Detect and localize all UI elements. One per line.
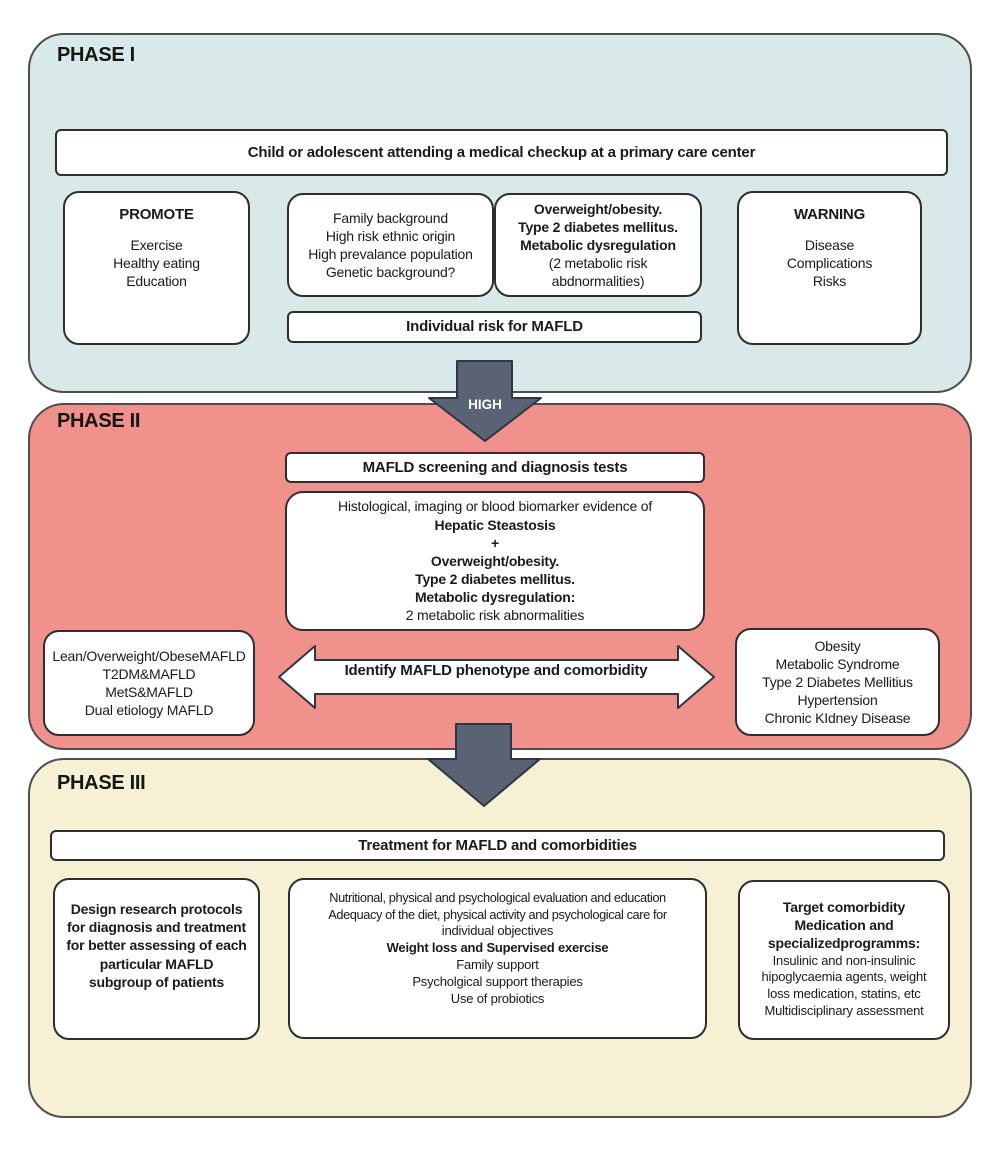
identify-arrow-label: Identify MAFLD phenotype and comorbidity — [344, 662, 648, 679]
target-comorbidity-box: Target comorbidity Medication and specia… — [738, 880, 950, 1040]
comorbidity-line: Chronic KIdney Disease — [764, 710, 911, 727]
promote-title: PROMOTE — [119, 206, 194, 223]
screening-bar-text: MAFLD screening and diagnosis tests — [362, 458, 628, 476]
evidence-intro: Histological, imaging or blood biomarker… — [337, 498, 653, 515]
family-line: Genetic background? — [325, 264, 456, 281]
comorbidity-line: Obesity — [814, 637, 861, 654]
promote-line: Education — [126, 272, 187, 289]
high-arrow-icon: HIGH — [428, 360, 542, 442]
phenotypes-box: Lean/Overweight/ObeseMAFLD T2DM&MAFLD Me… — [43, 630, 255, 736]
comorbidity-line: Hypertension — [797, 692, 878, 709]
lifestyle-line: Nutritional, physical and psychological … — [329, 890, 666, 905]
metabolic-line: Type 2 diabetes mellitus. — [518, 218, 678, 235]
metabolic-line: Metabolic dysregulation — [520, 236, 676, 253]
down-arrow-icon — [427, 723, 541, 807]
lifestyle-line: Adequacy of the diet, physical activity … — [328, 906, 667, 922]
research-line: subgroup of patients — [88, 973, 225, 990]
lifestyle-line: Family support — [456, 957, 539, 973]
target-line: Multidisciplinary assessment — [764, 1003, 924, 1019]
target-line: Medication and — [794, 917, 894, 934]
treatment-bar: Treatment for MAFLD and comorbidities — [50, 830, 945, 861]
target-line: hipoglycaemia agents, weight — [761, 969, 927, 985]
comorbidities-box: Obesity Metabolic Syndrome Type 2 Diabet… — [735, 628, 940, 736]
evidence-box: Histological, imaging or blood biomarker… — [285, 491, 705, 631]
phenotype-line: Lean/Overweight/ObeseMAFLD — [52, 647, 246, 664]
evidence-criteria: 2 metabolic risk abnormalities — [405, 607, 585, 624]
phenotype-line: MetS&MAFLD — [105, 684, 193, 700]
phenotype-line: Dual etiology MAFLD — [84, 702, 214, 719]
target-line: loss medication, statins, etc — [767, 986, 921, 1002]
evidence-line: Overweight/obesity. — [430, 552, 560, 569]
warning-box: WARNING Disease Complications Risks — [737, 191, 922, 345]
lifestyle-box: Nutritional, physical and psychological … — [288, 878, 707, 1039]
evidence-line: Metabolic dysregulation: — [414, 589, 576, 606]
evidence-line: Type 2 diabetes mellitus. — [415, 571, 575, 588]
individual-risk-bar: Individual risk for MAFLD — [287, 311, 702, 343]
target-line: Insulinic and non-insulinic — [772, 952, 916, 968]
screening-bar: MAFLD screening and diagnosis tests — [285, 452, 705, 483]
research-box: Design research protocols for diagnosis … — [53, 878, 260, 1040]
research-line: Design research protocols — [70, 901, 243, 917]
primary-care-bar-text: Child or adolescent attending a medical … — [247, 143, 756, 161]
warning-line: Risks — [812, 272, 847, 289]
metabolic-risk-box: Overweight/obesity. Type 2 diabetes mell… — [494, 193, 702, 297]
research-line: particular MAFLD — [99, 955, 214, 972]
metabolic-subline: abdnormalities) — [551, 273, 645, 290]
metabolic-subline: (2 metabolic risk — [548, 255, 648, 272]
evidence-steatosis: Hepatic Steastosis — [434, 516, 556, 533]
warning-line: Disease — [804, 236, 855, 253]
family-line: Family background — [333, 209, 448, 226]
double-arrow-icon — [278, 645, 715, 709]
primary-care-bar: Child or adolescent attending a medical … — [55, 129, 948, 176]
lifestyle-line: individual objectives — [441, 923, 554, 939]
family-background-box: Family background High risk ethnic origi… — [287, 193, 494, 297]
target-line: Target comorbidity — [782, 899, 906, 915]
phase-2-label: PHASE II — [57, 410, 141, 432]
comorbidity-line: Metabolic Syndrome — [775, 655, 900, 672]
family-line: High risk ethnic origin — [325, 227, 456, 244]
phase-1-label: PHASE I — [57, 44, 135, 66]
research-line: for better assessing of each — [66, 937, 247, 954]
individual-risk-text: Individual risk for MAFLD — [406, 318, 583, 336]
treatment-bar-text: Treatment for MAFLD and comorbidities — [358, 836, 637, 854]
promote-line: Healthy eating — [113, 254, 200, 271]
phase-3-label: PHASE III — [57, 772, 146, 794]
promote-box: PROMOTE Exercise Healthy eating Educatio… — [63, 191, 250, 345]
lifestyle-line: Use of probiotics — [450, 990, 545, 1006]
warning-line: Complications — [786, 254, 873, 271]
promote-line: Exercise — [130, 236, 183, 253]
metabolic-line: Overweight/obesity. — [533, 200, 663, 217]
lifestyle-line: Psycholgical support therapies — [412, 973, 583, 989]
research-line: for diagnosis and treatment — [67, 919, 246, 936]
comorbidity-line: Type 2 Diabetes Mellitius — [762, 673, 913, 690]
family-line: High prevalance population — [308, 246, 473, 262]
target-line: specializedprogramms: — [767, 935, 921, 952]
lifestyle-bold-line: Weight loss and Supervised exercise — [386, 940, 609, 956]
evidence-plus: + — [491, 534, 499, 551]
phenotype-line: T2DM&MAFLD — [102, 665, 196, 682]
warning-title: WARNING — [793, 206, 866, 223]
high-arrow-label: HIGH — [468, 397, 502, 412]
